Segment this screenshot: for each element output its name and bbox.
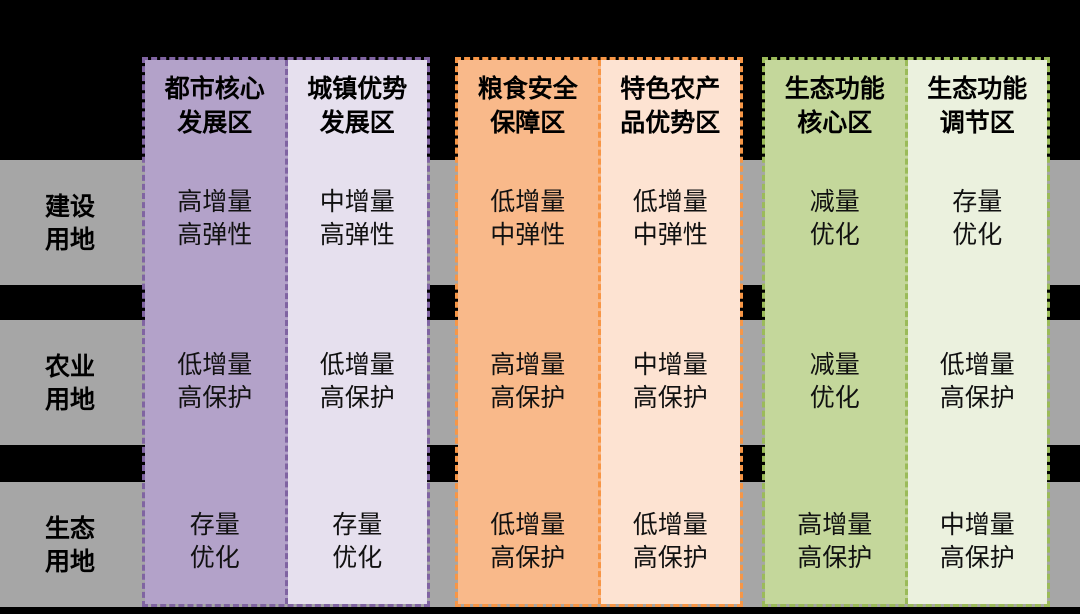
row-label-line: 建设 bbox=[44, 191, 95, 221]
matrix-cell: 中增量高保护 bbox=[601, 348, 741, 414]
matrix-cell-line: 高弹性 bbox=[177, 220, 253, 249]
matrix-cell-line: 优化 bbox=[952, 220, 1003, 249]
zone-group: 生态功能核心区减量优化减量优化高增量高保护生态功能调节区存量优化低增量高保护中增… bbox=[762, 57, 1050, 607]
zone-column: 粮食安全保障区低增量中弹性高增量高保护低增量高保护 bbox=[458, 60, 601, 604]
matrix-cell: 减量优化 bbox=[765, 185, 905, 251]
row-label: 农业用地 bbox=[0, 320, 140, 445]
matrix-cell: 低增量高保护 bbox=[458, 508, 598, 574]
zone-header: 特色农产品优势区 bbox=[601, 72, 741, 140]
zone-header: 粮食安全保障区 bbox=[458, 72, 598, 140]
matrix-cell-line: 高保护 bbox=[632, 543, 708, 572]
row-label: 生态用地 bbox=[0, 482, 140, 607]
matrix-cell: 高增量高保护 bbox=[765, 508, 905, 574]
zone-header: 生态功能调节区 bbox=[908, 72, 1048, 140]
matrix-cell: 低增量高保护 bbox=[145, 348, 285, 414]
matrix-cell-line: 优化 bbox=[809, 383, 860, 412]
matrix-cell: 低增量高保护 bbox=[601, 508, 741, 574]
zone-header-line: 核心区 bbox=[797, 108, 873, 137]
zone-header: 生态功能核心区 bbox=[765, 72, 905, 140]
matrix-cell-line: 中增量 bbox=[939, 510, 1015, 539]
zone-group: 都市核心发展区高增量高弹性低增量高保护存量优化城镇优势发展区中增量高弹性低增量高… bbox=[142, 57, 430, 607]
matrix-cell-line: 中增量 bbox=[632, 350, 708, 379]
zone-header-line: 发展区 bbox=[319, 108, 395, 137]
matrix-cell-line: 高保护 bbox=[319, 383, 395, 412]
zone-header: 城镇优势发展区 bbox=[288, 72, 428, 140]
row-label-text: 建设用地 bbox=[45, 190, 95, 256]
matrix-cell: 高增量高弹性 bbox=[145, 185, 285, 251]
matrix-cell: 低增量高保护 bbox=[288, 348, 428, 414]
matrix-cell: 存量优化 bbox=[908, 185, 1048, 251]
matrix-cell-line: 减量 bbox=[809, 350, 860, 379]
matrix-cell-line: 存量 bbox=[189, 510, 240, 539]
matrix-cell-line: 高保护 bbox=[939, 543, 1015, 572]
matrix-cell-line: 中弹性 bbox=[490, 220, 566, 249]
zone-header-line: 调节区 bbox=[939, 108, 1015, 137]
zone-column: 生态功能调节区存量优化低增量高保护中增量高保护 bbox=[907, 60, 1048, 604]
matrix-cell-line: 低增量 bbox=[490, 187, 566, 216]
row-label-text: 生态用地 bbox=[45, 512, 95, 578]
row-label-line: 用地 bbox=[44, 384, 95, 414]
matrix-cell-line: 优化 bbox=[189, 543, 240, 572]
matrix-cell-line: 高保护 bbox=[490, 543, 566, 572]
row-label-line: 农业 bbox=[44, 351, 95, 381]
zone-column: 都市核心发展区高增量高弹性低增量高保护存量优化 bbox=[145, 60, 288, 604]
zone-header-line: 保障区 bbox=[490, 108, 566, 137]
matrix-cell-line: 中增量 bbox=[319, 187, 395, 216]
row-label-line: 用地 bbox=[44, 224, 95, 254]
matrix-cell-line: 低增量 bbox=[632, 187, 708, 216]
matrix-cell: 减量优化 bbox=[765, 348, 905, 414]
zone-header-line: 发展区 bbox=[177, 108, 253, 137]
matrix-cell-line: 高弹性 bbox=[319, 220, 395, 249]
matrix-cell-line: 低增量 bbox=[490, 510, 566, 539]
zone-column: 特色农产品优势区低增量中弹性中增量高保护低增量高保护 bbox=[600, 60, 741, 604]
matrix-cell: 低增量高保护 bbox=[908, 348, 1048, 414]
row-label: 建设用地 bbox=[0, 160, 140, 285]
matrix-cell: 高增量高保护 bbox=[458, 348, 598, 414]
matrix-cell: 中增量高弹性 bbox=[288, 185, 428, 251]
matrix-cell-line: 高保护 bbox=[632, 383, 708, 412]
matrix-cell-line: 存量 bbox=[332, 510, 383, 539]
matrix-cell-line: 高保护 bbox=[939, 383, 1015, 412]
zone-header: 都市核心发展区 bbox=[145, 72, 285, 140]
matrix-cell-line: 低增量 bbox=[319, 350, 395, 379]
matrix-cell: 中增量高保护 bbox=[908, 508, 1048, 574]
matrix-cell-line: 高增量 bbox=[797, 510, 873, 539]
matrix-cell: 存量优化 bbox=[145, 508, 285, 574]
matrix-cell: 低增量中弹性 bbox=[601, 185, 741, 251]
row-label-text: 农业用地 bbox=[45, 350, 95, 416]
zone-header-line: 品优势区 bbox=[620, 108, 721, 137]
zone-group: 粮食安全保障区低增量中弹性高增量高保护低增量高保护特色农产品优势区低增量中弹性中… bbox=[455, 57, 743, 607]
matrix-cell-line: 低增量 bbox=[939, 350, 1015, 379]
zone-column: 生态功能核心区减量优化减量优化高增量高保护 bbox=[765, 60, 908, 604]
zone-header-line: 生态功能 bbox=[784, 74, 885, 103]
matrix-cell-line: 高保护 bbox=[177, 383, 253, 412]
matrix-cell-line: 高保护 bbox=[490, 383, 566, 412]
matrix-cell-line: 优化 bbox=[809, 220, 860, 249]
matrix-cell-line: 低增量 bbox=[177, 350, 253, 379]
zone-header-line: 城镇优势 bbox=[307, 74, 408, 103]
zone-header-line: 特色农产 bbox=[620, 74, 721, 103]
zone-header-line: 粮食安全 bbox=[477, 74, 578, 103]
matrix-cell-line: 低增量 bbox=[632, 510, 708, 539]
matrix-cell-line: 存量 bbox=[952, 187, 1003, 216]
zone-header-line: 生态功能 bbox=[927, 74, 1028, 103]
matrix-cell-line: 高保护 bbox=[797, 543, 873, 572]
matrix-cell-line: 高增量 bbox=[490, 350, 566, 379]
matrix-cell-line: 中弹性 bbox=[632, 220, 708, 249]
row-label-line: 生态 bbox=[44, 513, 95, 543]
matrix-cell-line: 高增量 bbox=[177, 187, 253, 216]
zone-column: 城镇优势发展区中增量高弹性低增量高保护存量优化 bbox=[287, 60, 428, 604]
matrix-cell: 低增量中弹性 bbox=[458, 185, 598, 251]
row-label-line: 用地 bbox=[44, 546, 95, 576]
matrix-cell: 存量优化 bbox=[288, 508, 428, 574]
zone-header-line: 都市核心 bbox=[164, 74, 265, 103]
matrix-cell-line: 减量 bbox=[809, 187, 860, 216]
matrix-cell-line: 优化 bbox=[332, 543, 383, 572]
